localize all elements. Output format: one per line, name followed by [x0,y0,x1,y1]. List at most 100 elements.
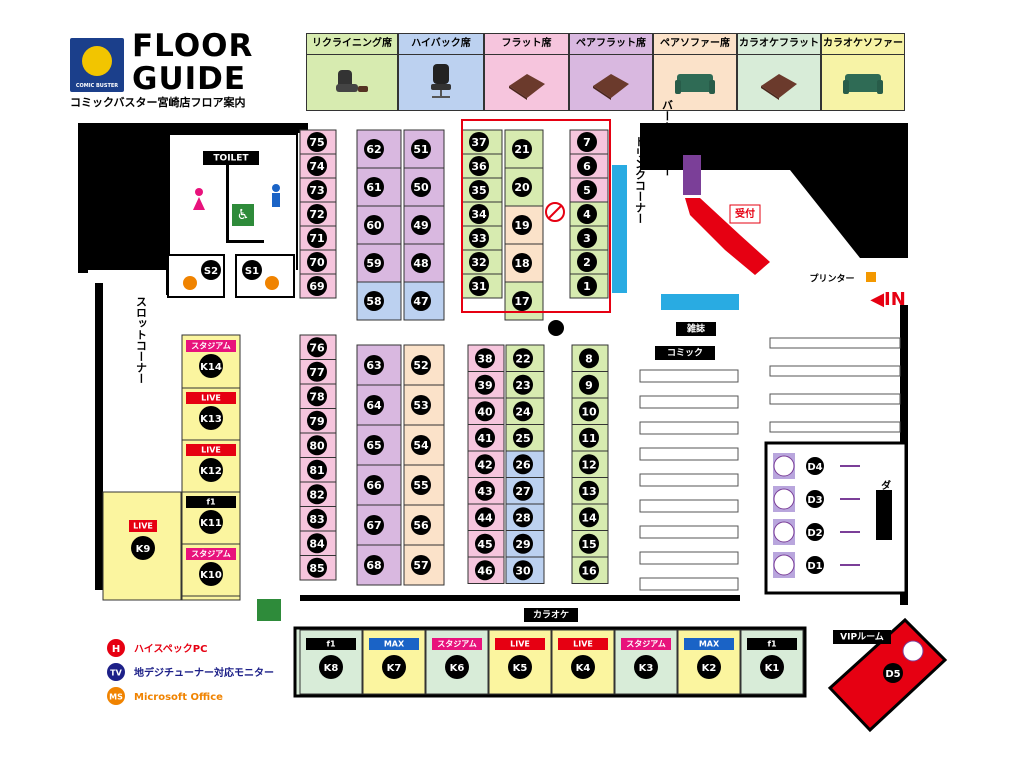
seat-marker[interactable] [364,215,384,235]
seat-marker[interactable] [512,215,532,235]
seat-marker[interactable] [364,515,384,535]
seat-marker[interactable] [577,156,597,176]
seat-marker[interactable] [411,475,431,495]
darts-marker[interactable] [806,556,824,574]
seat-marker[interactable] [411,395,431,415]
karaoke-room-marker[interactable] [199,510,223,534]
seat-marker[interactable] [307,132,327,152]
seat-marker[interactable] [513,507,533,528]
seat-marker[interactable] [577,204,597,224]
seat-marker[interactable] [307,410,327,431]
seat-marker[interactable] [411,435,431,455]
seat-marker[interactable] [579,507,599,528]
karaoke-room-marker[interactable] [508,655,532,679]
karaoke-room-marker[interactable] [382,655,406,679]
seat-marker[interactable] [469,132,489,152]
seat-marker[interactable] [307,180,327,200]
seat-marker[interactable] [475,560,495,581]
seat-marker[interactable] [579,427,599,448]
karaoke-room-marker[interactable] [199,562,223,586]
seat-marker[interactable] [577,228,597,248]
seat-marker[interactable] [579,348,599,369]
seat-marker[interactable] [513,454,533,475]
karaoke-room-marker[interactable] [199,458,223,482]
seat-marker[interactable] [307,386,327,407]
seat-marker[interactable] [512,177,532,197]
seat-marker[interactable] [307,508,327,529]
seat-marker[interactable] [577,180,597,200]
seat-marker[interactable] [307,459,327,480]
seat-marker[interactable] [307,533,327,554]
seat-marker[interactable] [475,454,495,475]
seat-marker[interactable] [469,228,489,248]
seat-marker[interactable] [475,507,495,528]
seat-marker[interactable] [364,395,384,415]
seat-marker[interactable] [475,533,495,554]
seat-marker[interactable] [307,337,327,358]
seat-marker[interactable] [307,557,327,578]
darts-marker[interactable] [806,457,824,475]
seat-marker[interactable] [307,156,327,176]
karaoke-room-marker[interactable] [634,655,658,679]
seat-marker[interactable] [364,177,384,197]
seat-marker[interactable] [513,560,533,581]
seat-marker[interactable] [577,132,597,152]
seat-marker[interactable] [307,252,327,272]
seat-marker[interactable] [475,480,495,501]
seat-marker[interactable] [364,291,384,311]
karaoke-room-marker[interactable] [319,655,343,679]
seat-marker[interactable] [512,291,532,311]
seat-marker[interactable] [512,253,532,273]
karaoke-room-marker[interactable] [571,655,595,679]
seat-cell[interactable] [299,383,337,409]
karaoke-room-marker[interactable] [131,536,155,560]
seat-marker[interactable] [411,291,431,311]
seat-marker[interactable] [411,253,431,273]
seat-marker[interactable] [411,215,431,235]
seat-marker[interactable] [307,484,327,505]
seat-marker[interactable] [469,252,489,272]
seat-marker[interactable] [579,560,599,581]
seat-marker[interactable] [307,276,327,296]
karaoke-room-marker[interactable] [697,655,721,679]
seat-marker[interactable] [513,427,533,448]
seat-marker[interactable] [411,555,431,575]
darts-marker[interactable] [806,490,824,508]
seat-marker[interactable] [411,177,431,197]
seat-marker[interactable] [579,480,599,501]
seat-marker[interactable] [513,480,533,501]
karaoke-room-marker[interactable] [760,655,784,679]
seat-marker[interactable] [307,435,327,456]
karaoke-room-marker[interactable] [199,406,223,430]
seat-marker[interactable] [475,401,495,422]
seat-marker[interactable] [577,276,597,296]
seat-marker[interactable] [307,204,327,224]
seat-marker[interactable] [469,180,489,200]
seat-marker[interactable] [469,156,489,176]
seat-marker[interactable] [475,427,495,448]
seat-marker[interactable] [307,361,327,382]
seat-marker[interactable] [364,139,384,159]
seat-marker[interactable] [307,228,327,248]
karaoke-room-marker[interactable] [199,354,223,378]
seat-marker[interactable] [513,348,533,369]
seat-marker[interactable] [364,253,384,273]
karaoke-room-marker[interactable] [445,655,469,679]
seat-marker[interactable] [512,139,532,159]
seat-marker[interactable] [469,204,489,224]
seat-marker[interactable] [411,515,431,535]
seat-marker[interactable] [411,355,431,375]
seat-marker[interactable] [513,401,533,422]
seat-marker[interactable] [364,355,384,375]
vip-booth-marker[interactable] [883,663,903,683]
seat-marker[interactable] [577,252,597,272]
seat-marker[interactable] [364,555,384,575]
seat-marker[interactable] [364,475,384,495]
seat-marker[interactable] [579,454,599,475]
seat-marker[interactable] [475,348,495,369]
seat-marker[interactable] [469,276,489,296]
seat-marker[interactable] [513,533,533,554]
seat-marker[interactable] [513,374,533,395]
seat-marker[interactable] [579,374,599,395]
seat-marker[interactable] [364,435,384,455]
